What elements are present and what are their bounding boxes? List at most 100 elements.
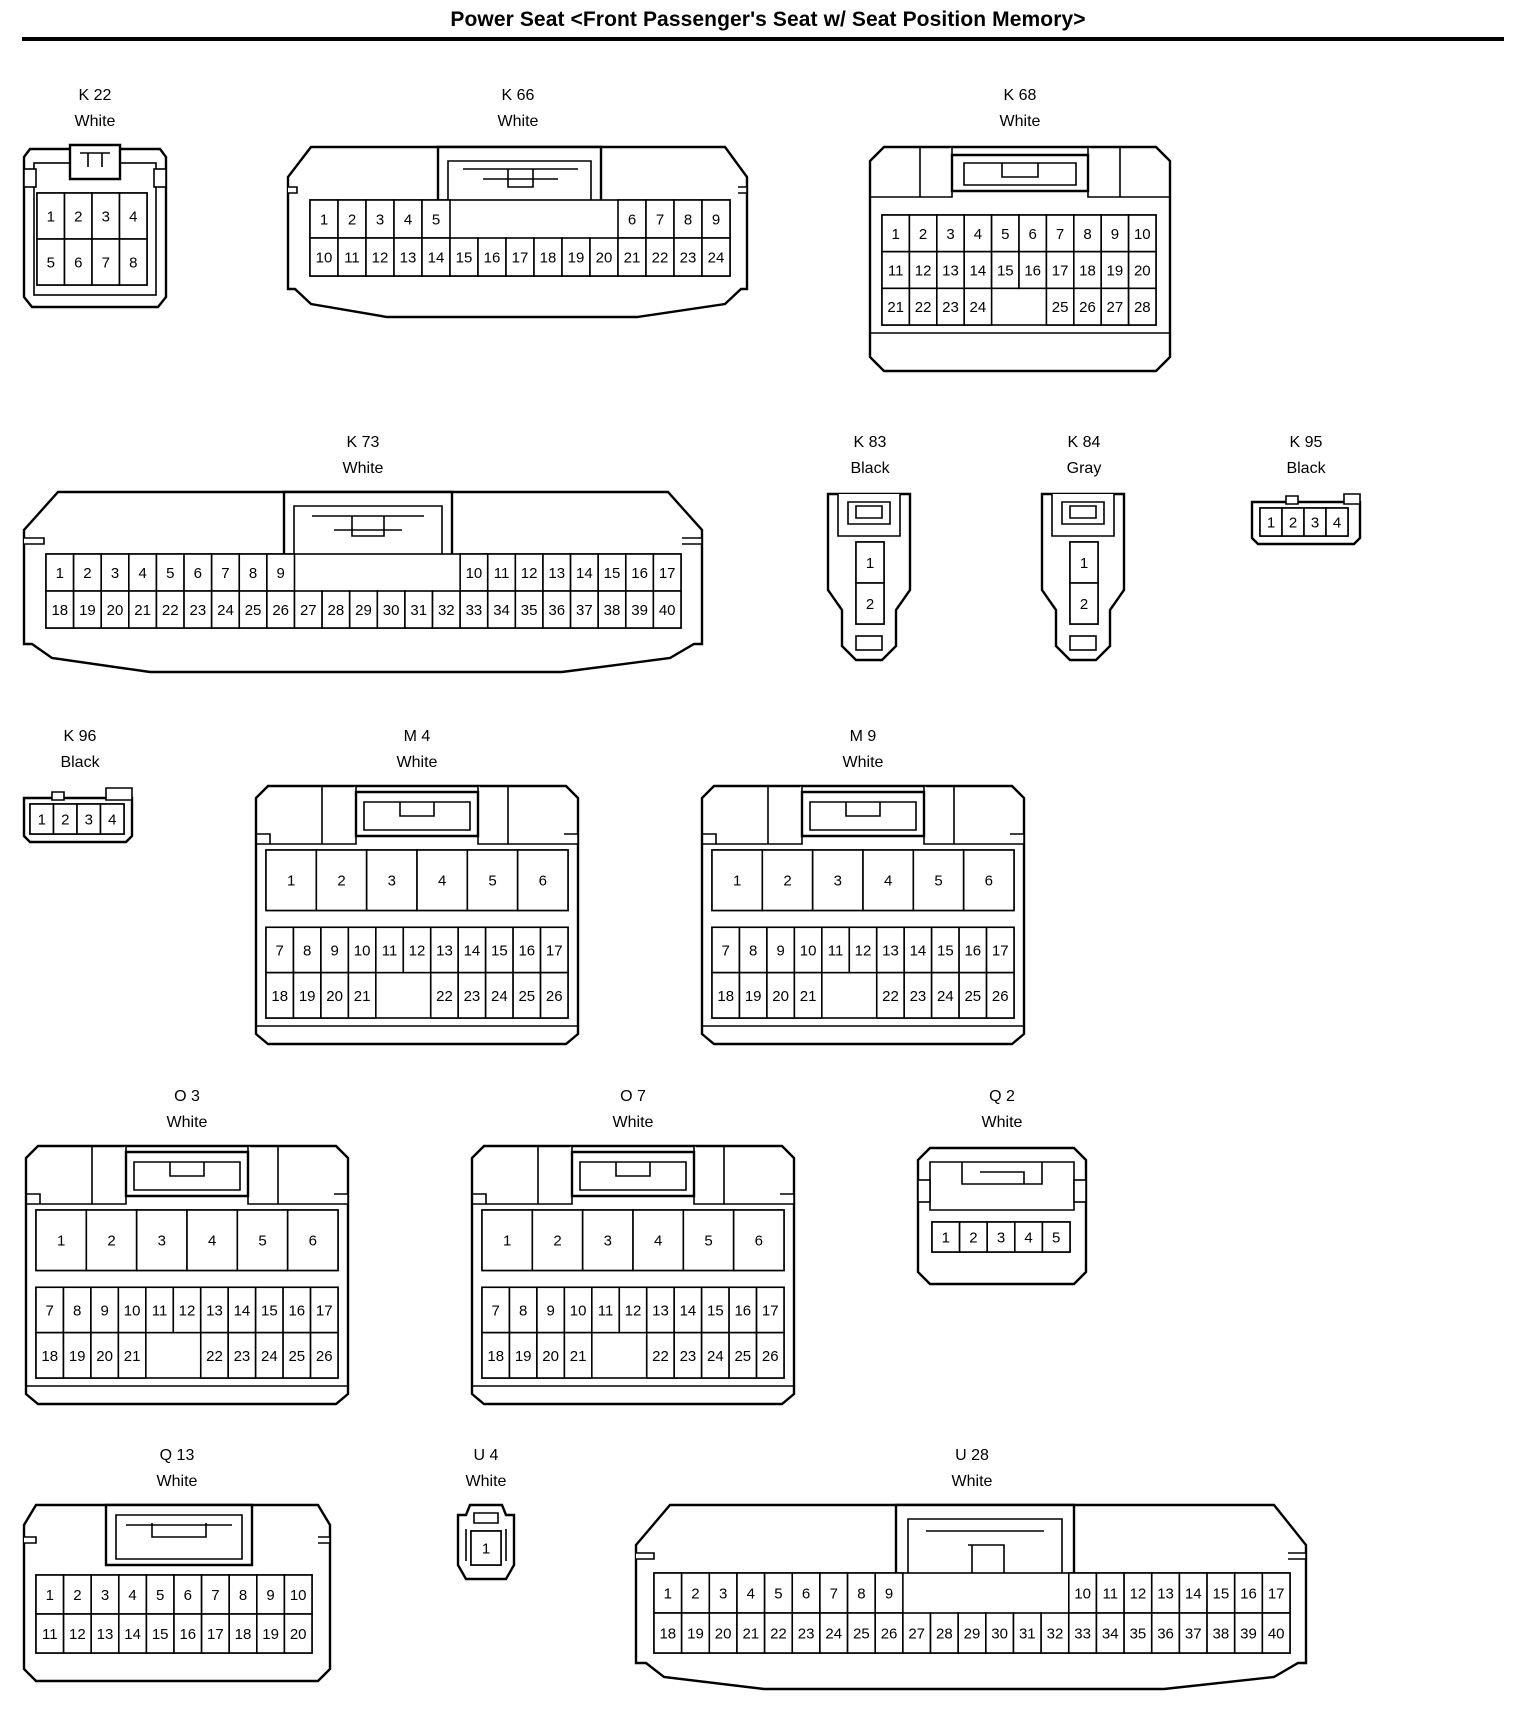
pin-cavity [514,553,544,592]
pin-number: 32 [438,602,455,619]
pin-cavity [986,1221,1016,1253]
pin-number: 10 [466,565,483,582]
pin-number: 16 [964,942,981,959]
pin-cavity [1233,1572,1264,1614]
pin-number: 5 [774,1586,782,1603]
pin-cavity [736,1612,766,1654]
pin-cavity [962,849,1015,912]
pin-number: 2 [1080,596,1088,613]
connector-color: White [497,113,539,130]
pin-cavity [283,1574,313,1615]
pin-number: 17 [1268,1586,1285,1603]
pin-cavity [908,287,938,326]
pin-number: 12 [409,942,426,959]
pin-number: 25 [853,1626,870,1643]
pin-cavity [265,971,295,1019]
pin-cavity [421,237,451,277]
pin-cavity [256,1613,286,1654]
pin-cavity [1127,214,1157,253]
pin-cavity [700,1286,730,1334]
pin-number: 12 [625,1302,642,1319]
pin-number: 1 [57,1233,65,1250]
pin-cavity [99,803,125,835]
pin-number: 22 [770,1626,787,1643]
pin-cavity [481,1331,511,1379]
connector-color: White [842,754,884,771]
connector-id: O 7 [620,1088,646,1105]
pin-number: 3 [111,565,119,582]
pin-number: 23 [798,1626,815,1643]
pin-cavity [855,582,885,625]
pin-cavity [91,192,121,240]
pin-number: 25 [964,988,981,1005]
pin-number: 28 [936,1626,953,1643]
connector-color: White [981,1114,1023,1131]
pin-cavity [512,926,542,974]
pin-number: 22 [915,299,932,316]
pin-number: 16 [1240,1586,1257,1603]
pin-number: 14 [970,263,987,280]
pin-number: 21 [134,602,151,619]
pin-number: 20 [96,1348,113,1365]
pin-cavity [309,1286,339,1334]
pin-number: 19 [69,1348,86,1365]
pin-cavity [811,849,864,912]
pin-cavity [466,849,519,912]
connector-color: White [465,1473,507,1490]
pin-number: 19 [745,988,762,1005]
pin-number: 4 [1024,1230,1032,1247]
pin-number: 13 [652,1302,669,1319]
pin-number: 10 [354,942,371,959]
pin-number: 13 [400,250,417,267]
title-rule [22,37,1504,41]
pin-number: 39 [631,602,648,619]
pin-number: 1 [503,1233,511,1250]
pin-number: 15 [261,1302,278,1319]
pin-number: 7 [492,1302,500,1319]
pin-number: 1 [942,1230,950,1247]
pin-number: 2 [348,212,356,229]
pin-cavity [227,1331,257,1379]
pin-number: 7 [102,255,110,272]
connector-id: K 73 [346,434,380,451]
pin-cavity [902,1612,932,1654]
pin-cavity [90,1331,120,1379]
pin-number: 25 [518,988,535,1005]
pin-cavity [563,1286,593,1334]
pin-number: 26 [1079,299,1096,316]
pin-number: 16 [631,565,648,582]
pin-number: 11 [152,1302,168,1319]
pin-number: 16 [484,250,501,267]
pin-cavity [1069,582,1099,625]
pin-number: 4 [108,812,116,829]
pin-number: 31 [1019,1626,1036,1643]
pin-number: 7 [722,942,730,959]
pin-cavity [457,971,487,1019]
pin-cavity [985,971,1015,1019]
pin-number: 14 [680,1302,697,1319]
pin-number: 5 [704,1233,712,1250]
pin-number: 12 [1130,1586,1147,1603]
pin-cavity [930,971,960,1019]
pin-cavity [508,1331,538,1379]
pin-cavity [763,1572,794,1614]
pin-number: 5 [934,873,942,890]
pin-number: 15 [1213,1586,1230,1603]
pin-number: 17 [762,1302,779,1319]
pin-number: 25 [245,602,262,619]
pin-cavity [337,199,367,239]
pin-number: 32 [1047,1626,1064,1643]
pin-cavity [1325,507,1349,537]
pin-cavity [135,1209,188,1272]
pin-number: 17 [207,1626,224,1643]
pin-number: 37 [576,602,593,619]
pin-cavity [855,541,885,584]
pin-cavity [375,926,405,974]
pin-number: 9 [712,212,720,229]
pin-cavity [459,590,489,629]
pin-cavity [282,1331,312,1379]
pin-cavity [173,1613,203,1654]
